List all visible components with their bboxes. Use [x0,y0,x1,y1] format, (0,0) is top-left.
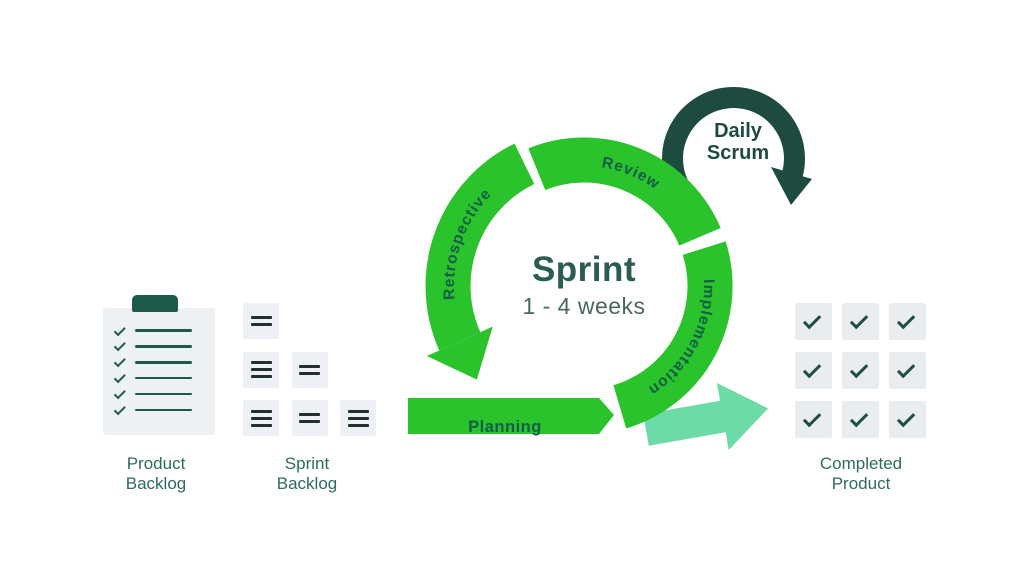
check-icon [802,310,822,330]
card-line [347,423,369,427]
planning-bar [408,398,614,434]
check-icon [896,359,916,379]
backlog-card-icon [243,400,279,436]
backlog-card-icon [243,351,279,388]
sprint-title: Sprint [531,250,637,289]
completed-product-grid [795,303,926,438]
check-icon [113,403,126,416]
completed-product-label: Completed Product [819,454,903,493]
completed-item-cell [889,401,926,438]
check-icon [849,359,869,379]
product-backlog-label: Product Backlog [125,454,187,493]
list-line [135,376,192,380]
check-icon [113,339,126,352]
sprint-backlog-label: Sprint Backlog [276,454,338,493]
card-line [250,423,272,427]
sprint-duration: 1 - 4 weeks [522,293,646,319]
card-line [299,413,320,416]
completed-item-cell [842,401,879,438]
daily-scrum-label-line2: Scrum [707,142,769,164]
checklist-row [112,323,215,336]
card-line [299,420,320,423]
card-line [250,316,272,319]
card-line [250,375,272,378]
product-backlog-icon [103,295,215,435]
check-icon [896,310,916,330]
completed-item-cell [889,303,926,340]
retrospective-arc [425,143,535,351]
list-line [135,329,192,332]
card-line [250,368,272,371]
check-icon [113,387,126,400]
check-icon [849,408,869,428]
sprint-title-block: Sprint 1 - 4 weeks [484,250,684,320]
checklist-row [112,371,215,384]
backlog-card-icon [243,303,279,339]
check-icon [802,359,822,379]
completed-item-cell [842,352,879,389]
product-backlog-rows [103,308,215,435]
backlog-card-icon [291,351,328,388]
daily-scrum-loop [661,87,812,205]
checklist-row [112,339,215,352]
clipboard-clip-icon [132,295,178,312]
daily-scrum-label-line1: Daily [714,120,763,142]
planning-label: Planning [468,418,542,436]
checklist-row [112,387,215,400]
review-arc [528,137,721,247]
daily-scrum-arrowhead-icon [771,167,812,205]
daily-scrum-arc [661,87,805,189]
card-line [250,416,272,420]
list-line [135,360,192,364]
card-line [299,364,320,368]
check-icon [113,323,126,336]
retrospective-arrowhead-icon [426,326,493,380]
sprint-backlog-cards [243,303,383,443]
card-line [347,409,369,413]
check-icon [849,310,869,330]
completed-item-cell [795,401,832,438]
list-line [135,345,192,348]
implementation-arc [612,241,733,429]
list-line [135,408,192,412]
check-icon [896,408,916,428]
completed-item-cell [795,303,832,340]
completed-item-cell [889,352,926,389]
completed-item-cell [795,352,832,389]
card-line [299,371,320,375]
card-line [250,409,272,413]
check-icon [113,355,126,368]
completed-item-cell [842,303,879,340]
check-icon [113,371,126,384]
card-line [250,323,272,326]
check-icon [802,408,822,428]
list-line [135,392,192,396]
card-line [250,361,272,364]
card-line [347,416,369,420]
checklist-row [112,403,215,416]
backlog-card-icon [291,400,328,436]
release-arrow-icon [643,382,769,450]
checklist-row [112,355,215,368]
backlog-card-icon [340,400,376,436]
